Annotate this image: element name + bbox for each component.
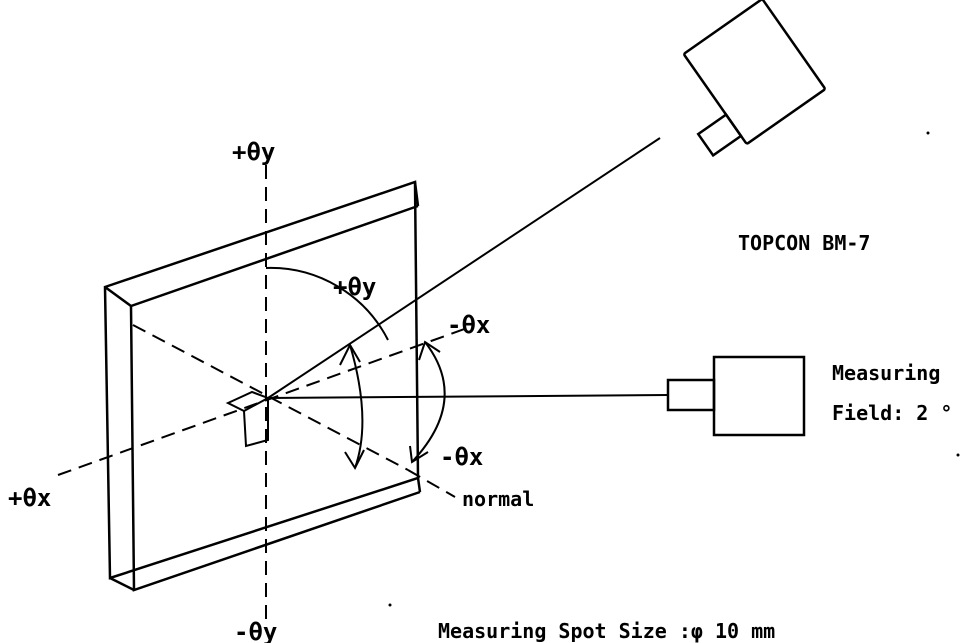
display-panel — [103, 180, 422, 592]
panel-bottom-thickness — [109, 576, 135, 592]
label-plus-theta-y-arc: +θy — [333, 273, 376, 301]
stray-dot — [956, 453, 960, 457]
label-spot-size: Measuring Spot Size :φ 10 mm — [438, 619, 775, 643]
panel-right-edge — [413, 181, 420, 207]
label-plus-theta-x: +θx — [8, 484, 51, 512]
panel-inner-left-edge — [129, 305, 421, 592]
upper-detector — [683, 0, 826, 158]
label-minus-theta-x-top: -θx — [447, 311, 490, 339]
label-measuring-field-line2: Field: 2 ° — [832, 401, 952, 425]
label-plus-theta-y-top: +θy — [232, 138, 275, 166]
label-measuring-field-line1: Measuring — [832, 361, 940, 385]
normal-line — [407, 469, 456, 498]
right-detector — [666, 355, 806, 437]
panel-bottom-right-thickness — [416, 477, 422, 493]
label-instrument: TOPCON BM-7 — [738, 231, 870, 255]
theta-x-axis — [57, 326, 471, 476]
stray-dot — [388, 603, 392, 607]
panel-front-face — [103, 180, 420, 580]
arc-plus-theta-y — [265, 266, 389, 471]
measurement-spot — [225, 390, 271, 448]
label-minus-theta-y: -θy — [234, 618, 277, 643]
label-minus-theta-x-arc: -θx — [440, 443, 483, 471]
ray-to-right-detector — [267, 394, 669, 399]
arc-minus-theta-x — [409, 340, 446, 464]
ray-to-upper-detector — [267, 137, 661, 399]
stray-dot — [926, 131, 930, 135]
label-normal: normal — [462, 487, 534, 511]
